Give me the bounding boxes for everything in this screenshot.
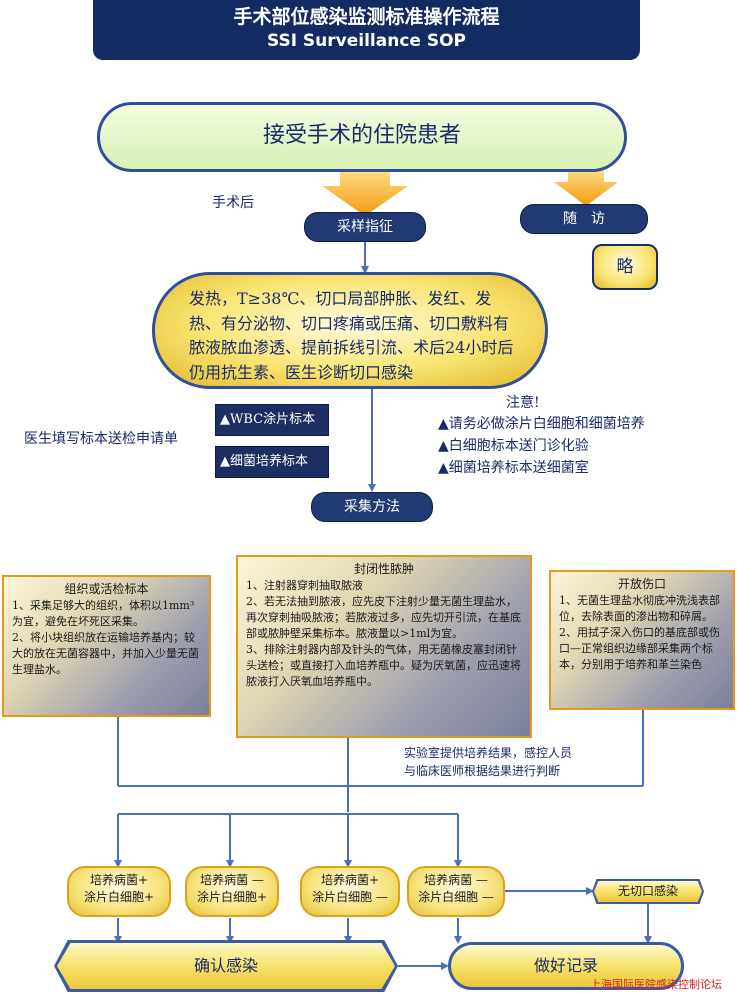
followup-label: 随 访 <box>563 211 605 227</box>
open-box-title: 开放伤口 <box>617 577 666 591</box>
result-node: 培养病菌 — 涂片白细胞+ <box>185 866 279 917</box>
open-box-text: 1、无菌生理盐水彻底冲洗浅表部位，去除表面的渗出物和碎屑。 2、用拭子深入伤口的… <box>559 594 720 671</box>
result-node: 培养病菌+ 涂片白细胞+ <box>67 866 171 917</box>
closed-box-text: 1、注射器穿刺抽取脓液 2、若无法抽到脓液，应先皮下注射少量无菌生理盐水，再次穿… <box>246 579 521 688</box>
record-node: 做好记录 <box>448 942 684 990</box>
tissue-box-title: 组织或活检标本 <box>64 582 149 596</box>
result-wbc: 涂片白细胞 — <box>418 890 494 904</box>
result-node: 培养病菌+ 涂片白细胞 — <box>300 866 400 917</box>
start-node: 接受手术的住院患者 <box>97 102 627 172</box>
criteria-node: 发热，T≥38℃、切口局部肿胀、发红、发热、有分泌物、切口疼痛或压痛、切口敷料有… <box>152 272 548 389</box>
followup-detail: 略 <box>616 257 634 277</box>
start-label: 接受手术的住院患者 <box>262 123 461 148</box>
lab-note: 实验室提供培养结果，感控人员 与临床医师根据结果进行判断 <box>404 746 573 778</box>
specimen-culture: ▲细菌培养标本 <box>215 446 329 478</box>
closed-abscess-box: 封闭性脓肿 1、注射器穿刺抽取脓液 2、若无法抽到脓液，应先皮下注射少量无菌生理… <box>236 555 532 738</box>
result-wbc: 涂片白细胞+ <box>83 890 155 904</box>
tissue-specimen-box: 组织或活检标本 1、采集足够大的组织，体积以1mm³为宜，避免在坏死区采集。 2… <box>2 575 211 717</box>
no-infection-label: 无切口感染 <box>617 884 678 898</box>
result-culture: 培养病菌 — <box>424 873 488 887</box>
confirm-infection-node: 确认感染 <box>54 940 398 992</box>
method-label: 采集方法 <box>344 499 400 515</box>
record-label: 做好记录 <box>533 956 598 975</box>
tissue-box-text: 1、采集足够大的组织，体积以1mm³为宜，避免在坏死区采集。 2、将小块组织放在… <box>12 599 199 676</box>
indication-label: 采样指征 <box>337 219 393 235</box>
result-culture: 培养病菌+ <box>89 873 149 887</box>
specimen-culture-label: ▲细菌培养标本 <box>220 454 308 469</box>
method-node: 采集方法 <box>311 492 433 522</box>
attention-title: 注意! <box>506 395 540 411</box>
attention-item: ▲白细胞标本送门诊化验 <box>438 438 589 454</box>
orange-arrow-left <box>322 168 408 216</box>
followup-detail-node: 略 <box>592 244 658 290</box>
doctor-note: 医生填写标本送检申请单 <box>24 431 178 447</box>
page-title-bar: 手术部位感染监测标准操作流程 SSI Surveillance SOP <box>93 0 640 60</box>
page-subtitle: SSI Surveillance SOP <box>266 31 467 51</box>
confirm-label: 确认感染 <box>193 956 258 975</box>
orange-arrow-right <box>554 168 618 206</box>
specimen-wbc: ▲WBC涂片标本 <box>215 404 329 436</box>
result-wbc: 涂片白细胞+ <box>196 890 268 904</box>
result-culture: 培养病菌 — <box>200 873 264 887</box>
watermark: 上海国际医院感染控制论坛 <box>590 978 722 991</box>
criteria-text: 发热，T≥38℃、切口局部肿胀、发红、发热、有分泌物、切口疼痛或压痛、切口敷料有… <box>189 289 514 382</box>
specimen-wbc-label: ▲WBC涂片标本 <box>220 412 316 427</box>
attention-item: ▲请务必做涂片白细胞和细菌培养 <box>438 416 645 432</box>
result-node: 培养病菌 — 涂片白细胞 — <box>407 866 505 917</box>
open-wound-box: 开放伤口 1、无菌生理盐水彻底冲洗浅表部位，去除表面的渗出物和碎屑。 2、用拭子… <box>549 570 735 710</box>
no-infection-node: 无切口感染 <box>592 879 704 904</box>
closed-box-title: 封闭性脓肿 <box>353 562 414 576</box>
attention-item: ▲细菌培养标本送细菌室 <box>438 460 589 476</box>
followup-node: 随 访 <box>520 204 648 234</box>
page-title: 手术部位感染监测标准操作流程 <box>233 6 500 28</box>
result-culture: 培养病菌+ <box>320 873 380 887</box>
result-wbc: 涂片白细胞 — <box>312 890 388 904</box>
after-surgery-label: 手术后 <box>212 195 254 211</box>
indication-node: 采样指征 <box>304 212 426 242</box>
